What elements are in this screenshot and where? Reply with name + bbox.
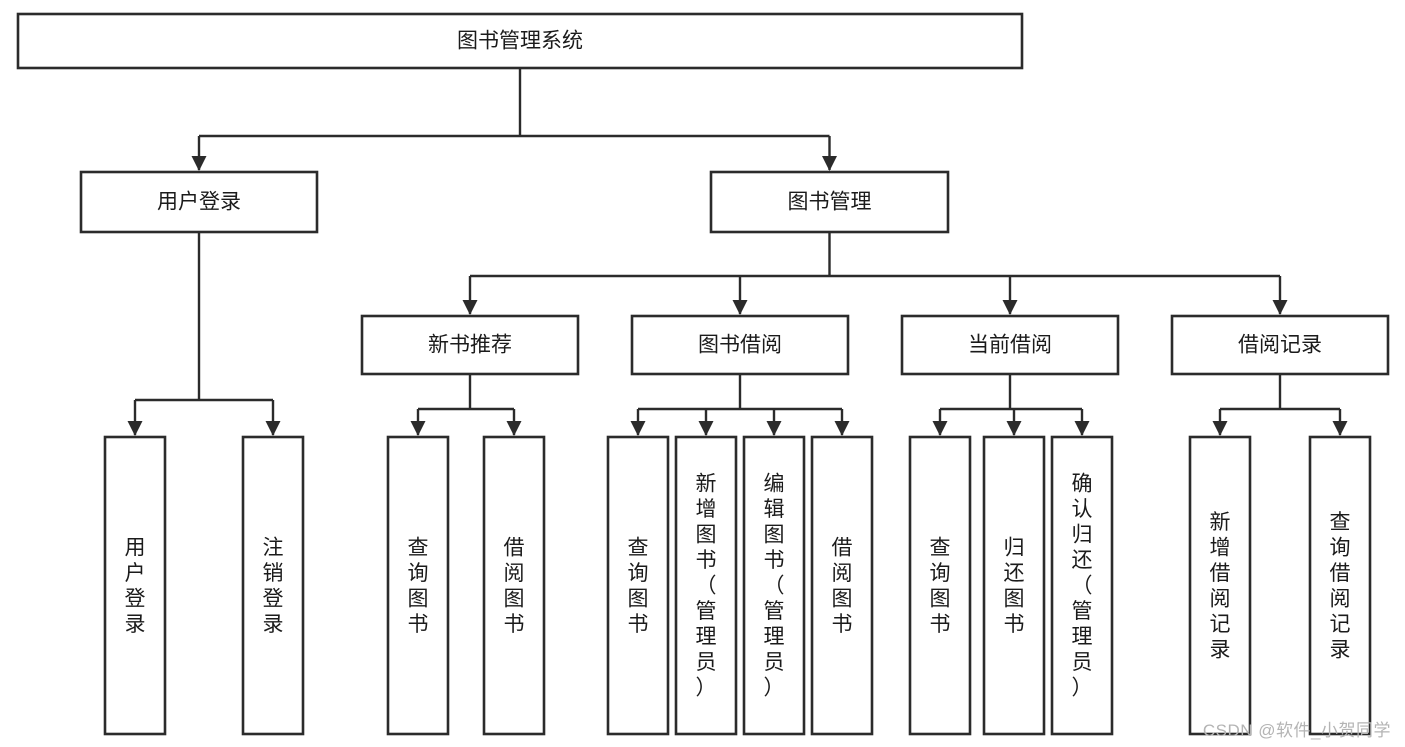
- node-book-borrow-box[interactable]: [630, 314, 850, 376]
- node-leaf-borrow-book-rec[interactable]: 借阅图书: [482, 435, 546, 736]
- node-leaf-user-logout[interactable]: 注销登录: [241, 435, 305, 736]
- conn-book-borrow-arrow-0: [630, 421, 646, 436]
- node-borrow-record-label: 借阅记录: [1238, 334, 1322, 357]
- node-book-borrow-label: 图书借阅: [698, 334, 782, 357]
- node-user-login[interactable]: 用户登录: [79, 170, 319, 234]
- conn-book-manage-arrow-1: [732, 300, 748, 315]
- node-user-login-box[interactable]: [79, 170, 319, 234]
- node-leaf-add-book-admin[interactable]: 新增图书（管理员）: [674, 435, 738, 736]
- node-leaf-edit-book-admin[interactable]: 编辑图书（管理员）: [742, 435, 806, 736]
- node-root[interactable]: 图书管理系统: [16, 12, 1024, 70]
- node-new-book-rec-box[interactable]: [360, 314, 580, 376]
- conn-book-manage-arrow-3: [1272, 300, 1288, 315]
- conn-current-borrow-arrow-1: [1006, 421, 1022, 436]
- conn-book-borrow-arrow-1: [698, 421, 714, 436]
- node-leaf-edit-book-admin-box[interactable]: [742, 435, 806, 736]
- node-leaf-user-login-box[interactable]: [103, 435, 167, 736]
- node-leaf-confirm-return-admin-box[interactable]: [1050, 435, 1114, 736]
- connectors-layer: [127, 68, 1348, 436]
- node-leaf-query-borrow-record-box[interactable]: [1308, 435, 1372, 736]
- node-leaf-query-book-rec-label: 查询图书: [408, 536, 429, 636]
- conn-user-login-arrow-1: [265, 421, 281, 436]
- node-leaf-query-book-bor-label: 查询图书: [628, 536, 649, 636]
- node-leaf-query-book-cur-box[interactable]: [908, 435, 972, 736]
- node-leaf-user-logout-label: 注销登录: [263, 536, 284, 636]
- node-leaf-borrow-book-rec-label: 借阅图书: [504, 536, 525, 636]
- node-leaf-return-book-label: 归还图书: [1004, 536, 1025, 636]
- conn-user-login-arrow-0: [127, 421, 143, 436]
- node-leaf-query-book-rec[interactable]: 查询图书: [386, 435, 450, 736]
- node-book-manage-box[interactable]: [709, 170, 950, 234]
- node-leaf-query-book-bor[interactable]: 查询图书: [606, 435, 670, 736]
- node-leaf-confirm-return-admin[interactable]: 确认归还（管理员）: [1050, 435, 1114, 736]
- node-leaf-query-book-rec-box[interactable]: [386, 435, 450, 736]
- node-borrow-record[interactable]: 借阅记录: [1170, 314, 1390, 376]
- conn-book-borrow-arrow-3: [834, 421, 850, 436]
- node-leaf-user-login-label: 用户登录: [125, 536, 146, 636]
- conn-current-borrow-arrow-0: [932, 421, 948, 436]
- node-new-book-rec-label: 新书推荐: [428, 334, 512, 357]
- node-new-book-rec[interactable]: 新书推荐: [360, 314, 580, 376]
- conn-book-manage-arrow-0: [462, 300, 478, 315]
- conn-new-book-rec-arrow-0: [410, 421, 426, 436]
- node-leaf-query-borrow-record[interactable]: 查询借阅记录: [1308, 435, 1372, 736]
- node-leaf-add-borrow-record-box[interactable]: [1188, 435, 1252, 736]
- node-leaf-add-book-admin-label: 新增图书（管理员）: [696, 473, 717, 700]
- node-leaf-add-borrow-record[interactable]: 新增借阅记录: [1188, 435, 1252, 736]
- node-book-manage[interactable]: 图书管理: [709, 170, 950, 234]
- node-leaf-return-book-box[interactable]: [982, 435, 1046, 736]
- node-current-borrow-box[interactable]: [900, 314, 1120, 376]
- conn-current-borrow-arrow-2: [1074, 421, 1090, 436]
- node-leaf-user-logout-box[interactable]: [241, 435, 305, 736]
- node-leaf-query-book-cur-label: 查询图书: [930, 536, 951, 636]
- conn-root-arrow-1: [822, 156, 837, 171]
- node-user-login-label: 用户登录: [157, 191, 241, 214]
- node-current-borrow[interactable]: 当前借阅: [900, 314, 1120, 376]
- node-leaf-query-book-cur[interactable]: 查询图书: [908, 435, 972, 736]
- node-leaf-add-book-admin-box[interactable]: [674, 435, 738, 736]
- node-leaf-confirm-return-admin-label: 确认归还（管理员）: [1072, 473, 1093, 700]
- boxes-layer: 图书管理系统用户登录图书管理新书推荐图书借阅当前借阅借阅记录用户登录注销登录查询…: [16, 12, 1390, 736]
- node-root-box[interactable]: [16, 12, 1024, 70]
- node-book-manage-label: 图书管理: [788, 191, 872, 214]
- conn-book-manage-arrow-2: [1002, 300, 1018, 315]
- node-leaf-return-book[interactable]: 归还图书: [982, 435, 1046, 736]
- conn-new-book-rec-arrow-1: [506, 421, 522, 436]
- node-book-borrow[interactable]: 图书借阅: [630, 314, 850, 376]
- conn-borrow-record-arrow-0: [1212, 421, 1228, 436]
- node-current-borrow-label: 当前借阅: [968, 334, 1052, 357]
- conn-root-arrow-0: [191, 156, 207, 171]
- node-leaf-user-login[interactable]: 用户登录: [103, 435, 167, 736]
- conn-book-borrow-arrow-2: [766, 421, 782, 436]
- node-root-label: 图书管理系统: [457, 30, 583, 53]
- node-leaf-borrow-book-rec-box[interactable]: [482, 435, 546, 736]
- node-leaf-add-borrow-record-label: 新增借阅记录: [1210, 511, 1231, 662]
- node-leaf-edit-book-admin-label: 编辑图书（管理员）: [764, 473, 785, 700]
- node-leaf-query-book-bor-box[interactable]: [606, 435, 670, 736]
- conn-borrow-record-arrow-1: [1332, 421, 1348, 436]
- node-leaf-borrow-book-bor[interactable]: 借阅图书: [810, 435, 874, 736]
- node-borrow-record-box[interactable]: [1170, 314, 1390, 376]
- node-leaf-query-borrow-record-label: 查询借阅记录: [1330, 511, 1351, 662]
- node-leaf-borrow-book-bor-label: 借阅图书: [832, 536, 853, 636]
- node-leaf-borrow-book-bor-box[interactable]: [810, 435, 874, 736]
